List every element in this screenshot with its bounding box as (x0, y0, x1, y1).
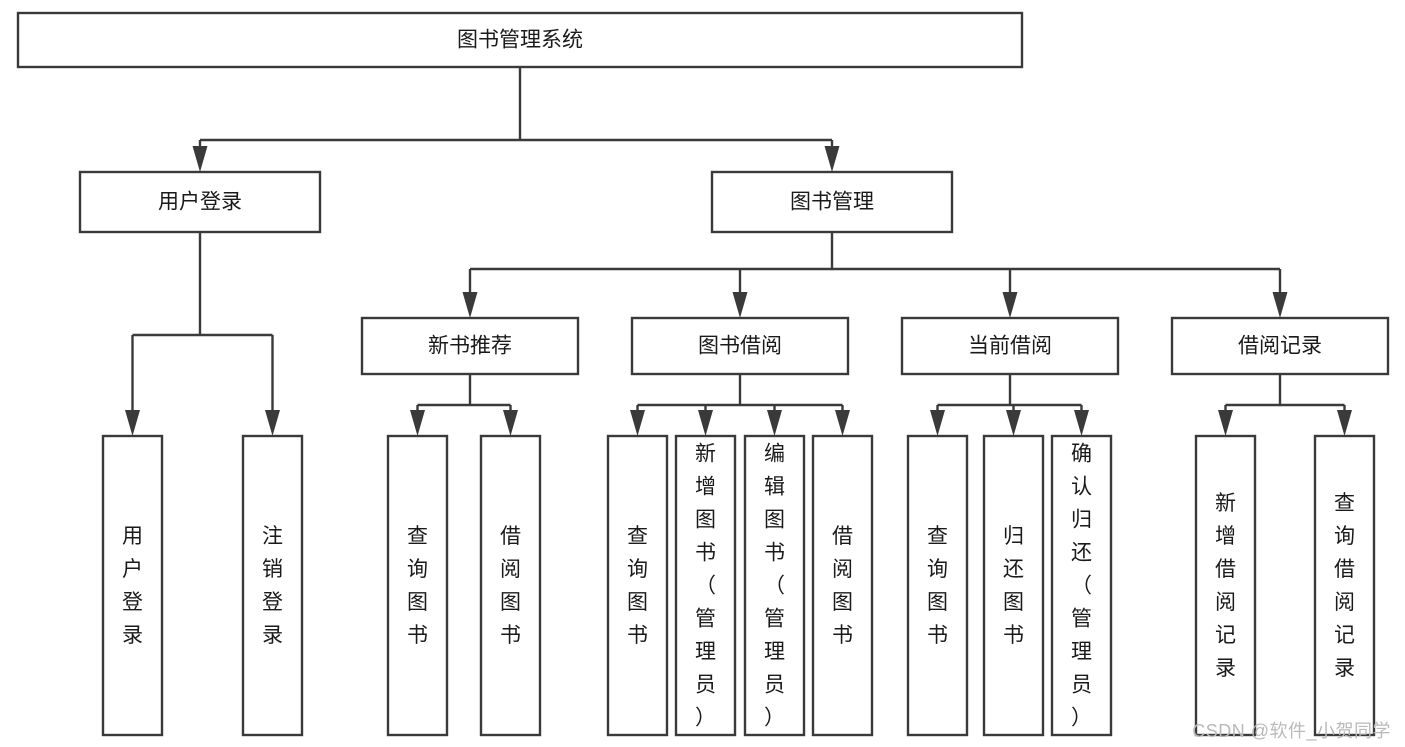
connector-group-login (125, 232, 280, 436)
node-box-leaf-borrow-edit[interactable] (743, 434, 806, 737)
node-leaf-records-add[interactable]: 新增借阅记录 (1194, 434, 1257, 737)
connector-group-borrow (630, 374, 850, 436)
arrow-head-icon (1218, 410, 1233, 436)
arrow-head-icon (930, 410, 945, 436)
node-label-leaf-newbook-borrow: 借阅图书 (500, 525, 521, 647)
node-label-leaf-current-confirm: 确认归还（管理员） (1071, 443, 1092, 730)
node-box-records[interactable] (1170, 316, 1390, 376)
node-newbook[interactable]: 新书推荐 (360, 316, 580, 376)
node-label-records: 借阅记录 (1238, 335, 1322, 358)
connectors-layer (125, 67, 1352, 436)
connector-group-records (1218, 374, 1352, 436)
node-box-leaf-borrow-add[interactable] (674, 434, 737, 737)
node-borrow[interactable]: 图书借阅 (630, 316, 850, 376)
node-leaf-newbook-borrow[interactable]: 借阅图书 (479, 434, 542, 737)
node-box-leaf-current-query[interactable] (906, 434, 969, 737)
arrow-head-icon (125, 410, 140, 436)
node-label-current: 当前借阅 (968, 335, 1052, 358)
node-bookmgmt[interactable]: 图书管理 (710, 170, 954, 234)
node-box-borrow[interactable] (630, 316, 850, 376)
node-label-leaf-borrow-edit: 编辑图书（管理员） (764, 443, 785, 730)
node-box-login[interactable] (78, 170, 322, 234)
connector-group-current (930, 374, 1089, 436)
node-leaf-borrow-edit[interactable]: 编辑图书（管理员） (743, 434, 806, 737)
node-box-newbook[interactable] (360, 316, 580, 376)
node-label-newbook: 新书推荐 (428, 335, 512, 358)
nodes-layer: 图书管理系统用户登录图书管理新书推荐图书借阅当前借阅借阅记录用户登录注销登录查询… (16, 11, 1390, 737)
connector-group-newbook (410, 374, 518, 436)
node-leaf-current-confirm[interactable]: 确认归还（管理员） (1050, 434, 1113, 737)
node-box-leaf-user-logout[interactable] (241, 434, 304, 737)
node-leaf-records-query[interactable]: 查询借阅记录 (1313, 434, 1376, 737)
node-login[interactable]: 用户登录 (78, 170, 322, 234)
node-label-leaf-records-query: 查询借阅记录 (1334, 492, 1355, 680)
node-box-bookmgmt[interactable] (710, 170, 954, 234)
node-box-leaf-borrow-lend[interactable] (811, 434, 874, 737)
node-label-leaf-user-login: 用户登录 (122, 525, 143, 647)
node-leaf-current-return[interactable]: 归还图书 (982, 434, 1045, 737)
node-leaf-user-login[interactable]: 用户登录 (101, 434, 164, 737)
node-leaf-borrow-add[interactable]: 新增图书（管理员） (674, 434, 737, 737)
node-box-current[interactable] (900, 316, 1120, 376)
node-box-leaf-current-confirm[interactable] (1050, 434, 1113, 737)
arrow-head-icon (767, 410, 782, 436)
node-box-leaf-newbook-borrow[interactable] (479, 434, 542, 737)
arrow-head-icon (698, 410, 713, 436)
connector-group-bookmgmt (462, 232, 1288, 318)
node-leaf-borrow-query[interactable]: 查询图书 (606, 434, 669, 737)
node-label-leaf-current-return: 归还图书 (1003, 525, 1024, 647)
node-box-leaf-records-query[interactable] (1313, 434, 1376, 737)
arrow-head-icon (1006, 410, 1021, 436)
node-label-login: 用户登录 (158, 191, 242, 214)
connector-group-root (192, 67, 840, 172)
arrow-head-icon (503, 410, 518, 436)
arrow-head-icon (1074, 410, 1089, 436)
node-leaf-newbook-query[interactable]: 查询图书 (386, 434, 449, 737)
node-box-leaf-borrow-query[interactable] (606, 434, 669, 737)
node-label-borrow: 图书借阅 (698, 335, 782, 358)
node-records[interactable]: 借阅记录 (1170, 316, 1390, 376)
arrow-head-icon (192, 146, 208, 172)
node-box-leaf-current-return[interactable] (982, 434, 1045, 737)
node-label-root: 图书管理系统 (457, 29, 583, 52)
node-label-leaf-borrow-query: 查询图书 (627, 525, 648, 647)
node-label-leaf-records-add: 新增借阅记录 (1215, 492, 1236, 680)
arrow-head-icon (462, 292, 478, 318)
arrow-head-icon (1337, 410, 1352, 436)
node-current[interactable]: 当前借阅 (900, 316, 1120, 376)
node-leaf-borrow-lend[interactable]: 借阅图书 (811, 434, 874, 737)
node-leaf-user-logout[interactable]: 注销登录 (241, 434, 304, 737)
node-label-bookmgmt: 图书管理 (790, 191, 874, 214)
node-box-root[interactable] (16, 11, 1024, 69)
node-label-leaf-newbook-query: 查询图书 (407, 525, 428, 647)
arrow-head-icon (630, 410, 645, 436)
arrow-head-icon (1272, 292, 1288, 318)
arrow-head-icon (835, 410, 850, 436)
node-label-leaf-user-logout: 注销登录 (262, 525, 283, 647)
node-root[interactable]: 图书管理系统 (16, 11, 1024, 69)
node-label-leaf-current-query: 查询图书 (927, 525, 948, 647)
node-label-leaf-borrow-add: 新增图书（管理员） (695, 443, 716, 730)
arrow-head-icon (824, 146, 840, 172)
arrow-head-icon (732, 292, 748, 318)
node-box-leaf-user-login[interactable] (101, 434, 164, 737)
node-box-leaf-records-add[interactable] (1194, 434, 1257, 737)
node-label-leaf-borrow-lend: 借阅图书 (832, 525, 853, 647)
arrow-head-icon (1002, 292, 1018, 318)
arrow-head-icon (410, 410, 425, 436)
arrow-head-icon (265, 410, 280, 436)
node-box-leaf-newbook-query[interactable] (386, 434, 449, 737)
node-leaf-current-query[interactable]: 查询图书 (906, 434, 969, 737)
